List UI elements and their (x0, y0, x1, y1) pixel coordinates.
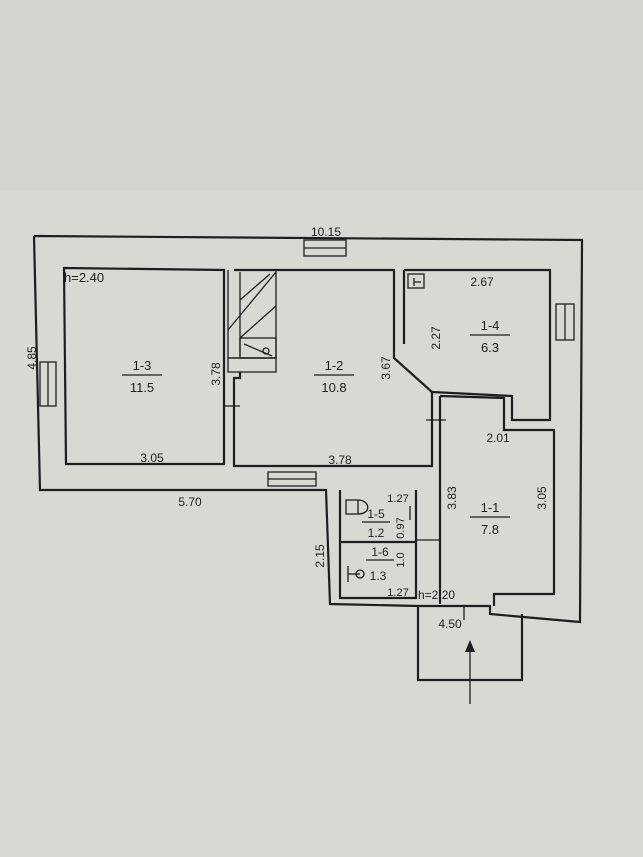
sink-icon (347, 566, 365, 582)
svg-text:1-2: 1-2 (325, 358, 344, 373)
entrance-arrow-icon (465, 640, 475, 704)
window-right (555, 303, 575, 341)
chimney-symbol (407, 273, 425, 289)
room-1-4-wall (404, 268, 552, 422)
dim-r13-bottom: 3.05 (140, 451, 164, 465)
svg-text:1-6: 1-6 (371, 545, 389, 559)
room-label-1-3: 1-3 11.5 (122, 358, 162, 395)
dim-r15-top: 1.27 (387, 493, 408, 505)
svg-text:11.5: 11.5 (130, 380, 154, 395)
room-label-1-1: 1-1 7.8 (470, 500, 510, 537)
dim-r12-side: 3.67 (379, 356, 393, 380)
svg-text:6.3: 6.3 (481, 340, 499, 355)
svg-text:1-4: 1-4 (481, 318, 500, 333)
window-bottom (267, 471, 317, 487)
outer-wall (32, 234, 584, 624)
dim-r11-right: 3.05 (535, 486, 549, 510)
dim-r11-left: 3.83 (445, 486, 459, 510)
dim-annex-left: 2.15 (313, 544, 327, 568)
svg-text:7.8: 7.8 (481, 522, 499, 537)
room-label-1-6: 1-6 1.3 (366, 545, 394, 583)
svg-text:1.3: 1.3 (370, 569, 387, 583)
ceiling-height-annex: h=2.20 (418, 588, 455, 602)
dim-left: 4.85 (25, 346, 39, 370)
room-1-1-wall (439, 394, 556, 606)
dim-bottom: 5.70 (178, 495, 202, 509)
svg-text:1-1: 1-1 (481, 500, 500, 515)
dim-top: 10.15 (311, 225, 341, 239)
room-1-2-wall (232, 268, 434, 468)
svg-text:1-3: 1-3 (133, 358, 152, 373)
dim-r14-side: 2.27 (429, 326, 443, 350)
dim-r14-top: 2.67 (470, 275, 494, 289)
svg-text:1.2: 1.2 (368, 526, 385, 540)
dim-porch: 4.50 (438, 617, 462, 631)
dim-r12-bottom: 3.78 (328, 453, 352, 467)
svg-text:1-5: 1-5 (367, 507, 385, 521)
room-label-1-4: 1-4 6.3 (470, 318, 510, 355)
ceiling-height-main: h=2.40 (64, 270, 104, 285)
window-left (39, 361, 57, 407)
room-1-3-wall (62, 266, 226, 466)
dim-r11-top: 2.01 (486, 431, 510, 445)
svg-text:10.8: 10.8 (321, 380, 346, 395)
dim-r13-side: 3.78 (209, 362, 223, 386)
dim-r16-bottom: 1.27 (387, 587, 408, 599)
dim-r15-side: 0.97 (395, 517, 407, 538)
toilet-icon (345, 499, 369, 515)
room-label-1-2: 1-2 10.8 (314, 358, 354, 395)
window-top (303, 239, 347, 257)
room-label-1-5: 1-5 1.2 (362, 507, 390, 540)
stair-detail (227, 270, 277, 373)
bathroom-wall (338, 490, 418, 600)
dim-r16-side: 1.0 (395, 552, 407, 567)
